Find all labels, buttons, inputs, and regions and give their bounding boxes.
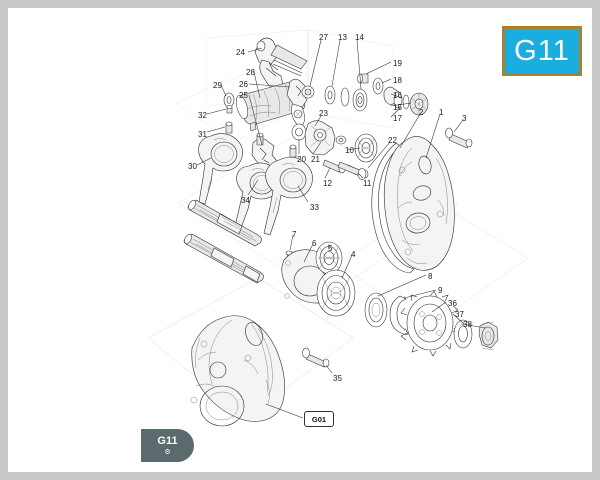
part-number-2[interactable]: 2 [419, 108, 424, 117]
part-number-23[interactable]: 23 [319, 109, 328, 118]
part-30-shift-fork [198, 133, 243, 205]
part-number-24[interactable]: 24 [236, 48, 245, 57]
part-33-shift-fork [263, 156, 313, 236]
part-2-cover-gasket [371, 142, 415, 274]
part-number-10[interactable]: 10 [345, 146, 354, 155]
part-number-4[interactable]: 4 [351, 250, 356, 259]
part-35-bolt [302, 347, 330, 368]
part-number-26[interactable]: 26 [239, 80, 248, 89]
page-badge-label: G11 [514, 34, 570, 67]
part-number-33[interactable]: 33 [310, 203, 319, 212]
part-number-27[interactable]: 27 [319, 33, 328, 42]
part-number-6[interactable]: 6 [312, 239, 317, 248]
parts-20-21-23-index-plate [291, 120, 347, 156]
part-number-38[interactable]: 38 [463, 320, 472, 329]
part-36-drive-sprocket [400, 290, 459, 357]
part-number-15[interactable]: 15 [393, 103, 402, 112]
part-number-9[interactable]: 9 [438, 286, 443, 295]
part-number-36[interactable]: 36 [448, 299, 457, 308]
part-10-bearing [354, 133, 378, 163]
part-number-35[interactable]: 35 [333, 374, 342, 383]
part-number-22[interactable]: 22 [388, 136, 397, 145]
parts-27-13-14-bushings [301, 85, 368, 112]
part-input-shaft-upper [187, 199, 262, 247]
part-number-7[interactable]: 7 [292, 230, 297, 239]
part-25-26-detent-lever [249, 78, 308, 170]
part-number-11[interactable]: 11 [363, 179, 372, 188]
part-1-crankcase-cover [383, 136, 455, 271]
page-badge-g11: G11 [502, 26, 582, 76]
part-number-5[interactable]: 5 [328, 244, 333, 253]
part-number-20[interactable]: 20 [297, 155, 306, 164]
part-4-ball-bearing [316, 269, 356, 317]
part-number-31[interactable]: 31 [198, 130, 207, 139]
part-number-17[interactable]: 17 [393, 114, 402, 123]
section-tag-label: G11 [157, 434, 178, 447]
callout-box-g01[interactable]: G01 [304, 411, 334, 427]
part-number-14[interactable]: 14 [355, 33, 364, 42]
part-9-circlip [389, 295, 409, 335]
part-number-32[interactable]: 32 [198, 111, 207, 120]
part-38-lock-nut [478, 321, 499, 351]
part-number-13[interactable]: 13 [338, 33, 347, 42]
crankcase-bottom-half [190, 315, 286, 427]
part-number-34[interactable]: 34 [241, 196, 250, 205]
section-tag-g11[interactable]: G11 ⚙ [141, 429, 194, 462]
part-number-21[interactable]: 21 [311, 155, 320, 164]
leader-lines [196, 39, 487, 419]
part-3-bolt [445, 127, 473, 149]
part-number-12[interactable]: 12 [323, 179, 332, 188]
parts-31-32-pins [225, 105, 297, 158]
part-number-8[interactable]: 8 [428, 272, 433, 281]
part-number-29[interactable]: 29 [213, 81, 222, 90]
part-number-25[interactable]: 25 [239, 91, 248, 100]
part-24-shift-shaft [254, 37, 308, 88]
part-number-19[interactable]: 19 [393, 59, 402, 68]
part-22-bolt [337, 161, 367, 180]
part-number-30[interactable]: 30 [188, 162, 197, 171]
part-number-28[interactable]: 28 [246, 68, 255, 77]
part-number-3[interactable]: 3 [462, 114, 467, 123]
part-number-37[interactable]: 37 [455, 310, 464, 319]
part-37-lock-washer [453, 319, 473, 349]
gear-icon: ⚙ [164, 448, 171, 456]
parts-diagram-artwork [147, 29, 529, 427]
part-output-shaft-lower [183, 233, 264, 284]
part-8-oil-seal [364, 292, 388, 328]
callout-box-label: G01 [311, 414, 327, 424]
part-number-16[interactable]: 16 [393, 91, 402, 100]
part-number-1[interactable]: 1 [439, 108, 444, 117]
part-number-18[interactable]: 18 [393, 76, 402, 85]
parts-15-19-column [357, 73, 429, 116]
